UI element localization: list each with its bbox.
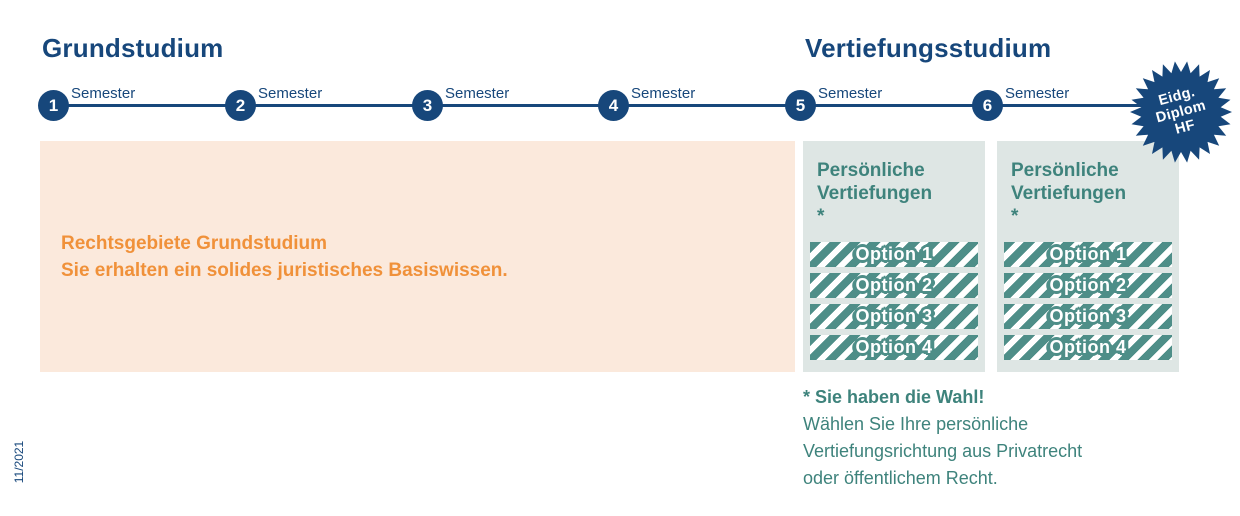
option-label: Option 4 bbox=[1049, 337, 1127, 357]
choice-footnote: * Sie haben die Wahl! Wählen Sie Ihre pe… bbox=[803, 384, 1183, 492]
vertiefung-box-title: Persönliche Vertiefungen bbox=[1011, 160, 1127, 204]
option-bar-3: Option 3 bbox=[810, 304, 978, 329]
grundstudium-content-box: Rechtsgebiete Grundstudium Sie erhalten … bbox=[40, 141, 795, 372]
version-label: 11/2021 bbox=[12, 440, 26, 484]
option-bar-4: Option 4 bbox=[1004, 335, 1172, 360]
vertiefungsstudium-title: Vertiefungsstudium bbox=[805, 33, 1052, 63]
grundstudium-title: Grundstudium bbox=[42, 33, 224, 63]
vertiefung-box-semester6: Persönliche Vertiefungen * Option 1 Opti… bbox=[997, 141, 1179, 372]
option-label: Option 2 bbox=[855, 275, 933, 295]
option-bar-3: Option 3 bbox=[1004, 304, 1172, 329]
option-label: Option 3 bbox=[855, 306, 933, 326]
vertiefung-box-semester5: Persönliche Vertiefungen * Option 1 Opti… bbox=[803, 141, 985, 372]
semester-marker-1: 1 bbox=[38, 90, 69, 121]
footnote-headline: * Sie haben die Wahl! bbox=[803, 387, 985, 407]
semester-number: 1 bbox=[48, 95, 59, 115]
semester-number: 4 bbox=[608, 95, 619, 115]
grundstudium-box-title: Rechtsgebiete Grundstudium bbox=[61, 232, 328, 254]
semester-label-6: Semester bbox=[1005, 85, 1070, 102]
badge-line-3: HF bbox=[1173, 117, 1197, 138]
option-label: Option 1 bbox=[1049, 244, 1127, 264]
semester-marker-4: 4 bbox=[598, 90, 629, 121]
semester-label-3: Semester bbox=[445, 85, 510, 102]
option-bar-1: Option 1 bbox=[1004, 242, 1172, 267]
semester-number: 2 bbox=[235, 95, 246, 115]
option-list: Option 1 Option 2 Option 3 Option 4 bbox=[810, 242, 978, 366]
option-label: Option 4 bbox=[855, 337, 933, 357]
diplom-badge: Eidg. Diplom HF bbox=[1129, 60, 1233, 164]
vertiefung-box-title: Persönliche Vertiefungen bbox=[817, 160, 933, 204]
option-bar-4: Option 4 bbox=[810, 335, 978, 360]
semester-marker-5: 5 bbox=[785, 90, 816, 121]
semester-marker-6: 6 bbox=[972, 90, 1003, 121]
option-bar-1: Option 1 bbox=[810, 242, 978, 267]
option-label: Option 1 bbox=[855, 244, 933, 264]
vertiefung-box-asterisk: * bbox=[1011, 206, 1019, 227]
grundstudium-box-subtitle: Sie erhalten ein solides juristisches Ba… bbox=[61, 259, 508, 281]
footnote-line-1: Wählen Sie Ihre persönliche bbox=[803, 414, 1029, 434]
semester-marker-2: 2 bbox=[225, 90, 256, 121]
semester-number: 6 bbox=[982, 95, 993, 115]
semester-label-2: Semester bbox=[258, 85, 323, 102]
option-list: Option 1 Option 2 Option 3 Option 4 bbox=[1004, 242, 1172, 366]
semester-marker-3: 3 bbox=[412, 90, 443, 121]
semester-number: 5 bbox=[795, 95, 806, 115]
semester-label-5: Semester bbox=[818, 85, 883, 102]
starburst-icon bbox=[1130, 61, 1232, 163]
option-bar-2: Option 2 bbox=[1004, 273, 1172, 298]
semester-number: 3 bbox=[422, 95, 433, 115]
semester-label-4: Semester bbox=[631, 85, 696, 102]
footnote-line-2: Vertiefungsrichtung aus Privatrecht bbox=[803, 441, 1083, 461]
option-bar-2: Option 2 bbox=[810, 273, 978, 298]
semester-label-1: Semester bbox=[71, 85, 136, 102]
option-label: Option 3 bbox=[1049, 306, 1127, 326]
option-label: Option 2 bbox=[1049, 275, 1127, 295]
footnote-line-3: oder öffentlichem Recht. bbox=[803, 468, 998, 488]
vertiefung-box-asterisk: * bbox=[817, 206, 825, 227]
